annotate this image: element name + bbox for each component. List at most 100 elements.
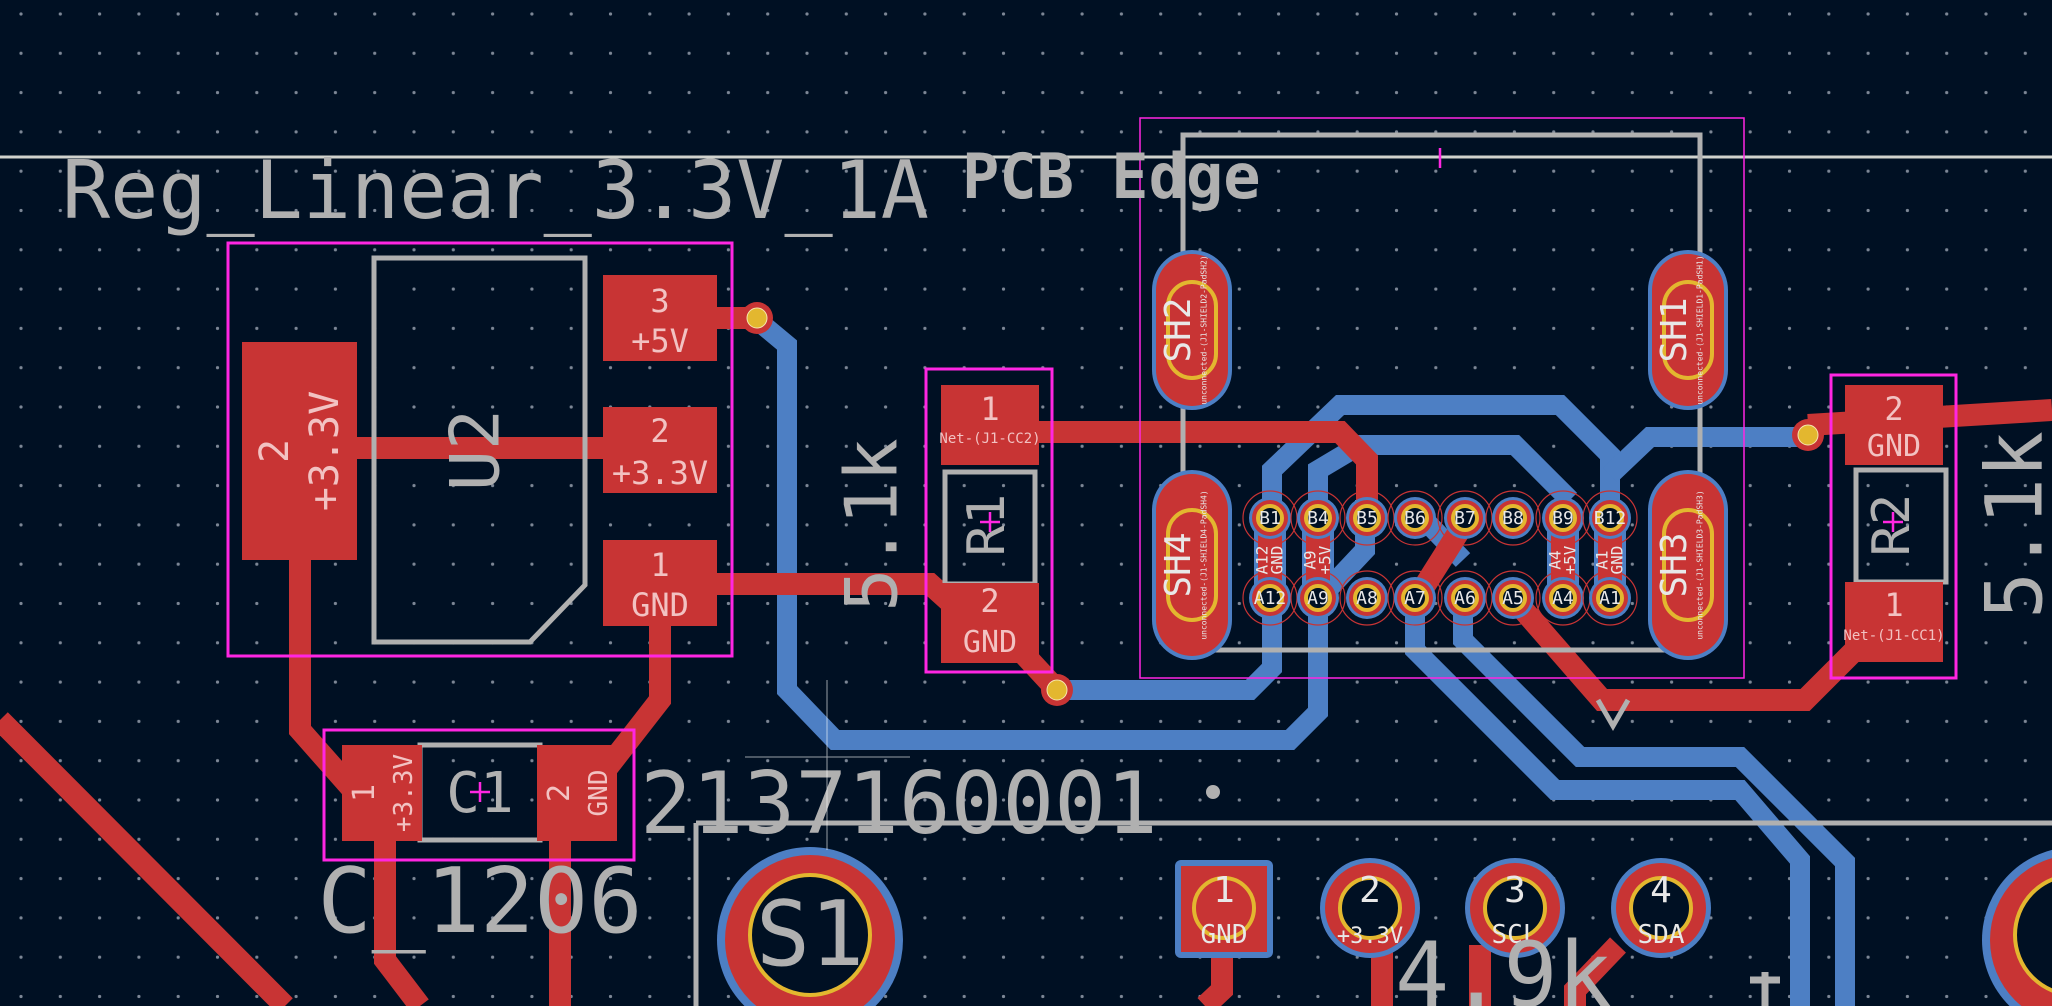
pcb-edge-label: PCB Edge	[962, 140, 1261, 213]
header-pin-3[interactable]: 3 SCL	[1465, 858, 1565, 958]
pad-number: 3	[650, 282, 669, 320]
r2-pad-2[interactable]	[1845, 385, 1943, 465]
shield-pad-sh3[interactable]: SH3 unconnected-(J1-SHIELD3-PadSH3)	[1648, 470, 1728, 660]
c1-footprint[interactable]: 1 +3.3V 2 GND C1 C_1206	[317, 745, 643, 954]
u2-tab-pad[interactable]	[242, 342, 357, 560]
r1-footprint[interactable]: 1 Net-(J1-CC2) 2 GND R1 5.1k	[830, 385, 1041, 663]
usb-pin-b8[interactable]: B8	[1485, 490, 1541, 546]
usb-pin-a8[interactable]: A8	[1339, 570, 1395, 626]
pin-label: B1	[1259, 508, 1281, 529]
usb-pin-a1[interactable]: A1	[1582, 570, 1638, 626]
via[interactable]	[1792, 419, 1824, 451]
u2-pad-2[interactable]	[603, 407, 717, 493]
usb-pin-b1[interactable]: B1	[1242, 490, 1298, 546]
usb-pin-a4[interactable]: A4	[1535, 570, 1591, 626]
trace-data1-back[interactable]	[1405, 596, 1810, 1006]
u2-pad-1[interactable]	[603, 540, 717, 626]
trace-c1-down-1[interactable]	[374, 835, 429, 1006]
trace-3v3-c1[interactable]	[289, 540, 362, 798]
usb-pin-a6[interactable]: A6	[1437, 570, 1493, 626]
pin-net: SCL	[1492, 920, 1539, 950]
pin-label: B6	[1404, 508, 1426, 529]
pad-net: GND	[963, 625, 1017, 660]
pad-net: +3.3V	[302, 391, 348, 511]
via[interactable]	[741, 302, 773, 334]
pad-number: 2	[980, 582, 999, 620]
pin-net: GND	[1268, 546, 1287, 575]
pin-ref: A9	[1301, 550, 1320, 569]
usb-pin-b4[interactable]: B4	[1290, 490, 1346, 546]
r1-value: 5.1k	[830, 438, 914, 611]
usb-pin-b12[interactable]: B12	[1582, 490, 1638, 546]
usb-pin-b6[interactable]: B6	[1387, 490, 1443, 546]
pad-net: Net-(J1-CC1)	[1843, 628, 1944, 644]
trace-left-diag[interactable]	[0, 712, 293, 1006]
trace-hdr1[interactable]	[1197, 945, 1233, 1006]
pin-label: A9	[1307, 588, 1329, 609]
usb-pin-b7[interactable]: B7	[1437, 490, 1493, 546]
c1-pad-2[interactable]	[537, 745, 617, 841]
header-pin-1[interactable]: 1 GND	[1175, 860, 1273, 958]
pin-net: +5V	[1561, 545, 1580, 574]
shield-pad-sh1[interactable]: SH1 unconnected-(J1-SHIELD1-PadSH1)	[1648, 250, 1728, 410]
bottom-value: 4.9k	[1395, 923, 1612, 1006]
vias	[741, 302, 1824, 706]
shield-label: SH1	[1654, 297, 1695, 362]
r1-pad-1[interactable]	[941, 385, 1039, 465]
pad-number: 2	[252, 439, 298, 463]
shield-net: unconnected-(J1-SHIELD3-PadSH3)	[1696, 490, 1705, 639]
s2-mounting-hole-partial[interactable]	[1982, 847, 2052, 1006]
r2-courtyard	[1829, 373, 1958, 680]
r2-value: 5.1k	[1970, 431, 2052, 619]
v-mark	[1595, 698, 1631, 732]
j1-value: 2137160001	[640, 754, 1158, 854]
usb-pin-b9[interactable]: B9	[1535, 490, 1591, 546]
usb-pin-b5[interactable]: B5	[1339, 490, 1395, 546]
r2-pad-1[interactable]	[1845, 582, 1943, 662]
usb-pin-a9[interactable]: A9	[1290, 570, 1346, 626]
pin-number: 3	[1504, 870, 1526, 911]
trace-cc1-back[interactable]	[1603, 427, 1808, 483]
pin-number: 2	[1359, 870, 1381, 911]
pad-net: GND	[584, 770, 614, 817]
u2-pad-3[interactable]	[603, 275, 717, 361]
header-pin-4[interactable]: 4 SDA	[1611, 858, 1711, 958]
pin-net: +5V	[1316, 545, 1335, 574]
pin-net: GND	[1201, 920, 1248, 950]
u2-courtyard	[226, 241, 734, 658]
pad-number: 2	[1884, 390, 1903, 428]
pad-net: GND	[631, 586, 689, 624]
s1-mounting-hole[interactable]: S1	[717, 847, 903, 1006]
trace-5v-back[interactable]	[750, 312, 1375, 750]
pin-label: B8	[1502, 508, 1524, 529]
pad-number: 2	[542, 784, 577, 802]
pad-net: +3.3V	[389, 754, 419, 832]
pad-number: 1	[1884, 586, 1903, 624]
j1-courtyard	[1139, 117, 1745, 679]
pin-label: A5	[1502, 588, 1524, 609]
j1-shield-pads: SH2 unconnected-(J1-SHIELD2-PadSH2) SH4 …	[1152, 250, 1728, 660]
pad-number: 1	[650, 546, 669, 584]
pad-net: GND	[1867, 429, 1921, 464]
shield-pad-sh4[interactable]: SH4 unconnected-(J1-SHIELD4-PadSH4)	[1152, 470, 1232, 660]
usb-pin-a5[interactable]: A5	[1485, 570, 1541, 626]
u2-footprint[interactable]: 3 +5V 2 +3.3V 1 GND 2 +3.3V U2	[242, 275, 717, 626]
via[interactable]	[1041, 674, 1073, 706]
trace-data2-back[interactable]	[1453, 596, 1855, 1006]
usb-pin-a7[interactable]: A7	[1387, 570, 1443, 626]
pad-number: 1	[347, 784, 382, 802]
pin-number: 4	[1650, 870, 1672, 911]
shield-net: unconnected-(J1-SHIELD1-PadSH1)	[1696, 255, 1705, 404]
j1-value-dot	[1206, 785, 1220, 799]
c1-pad-1[interactable]	[342, 745, 422, 841]
header-pin-2[interactable]: 2 +3.3V	[1320, 858, 1420, 958]
pin-label: A6	[1454, 588, 1476, 609]
shield-pad-sh2[interactable]: SH2 unconnected-(J1-SHIELD2-PadSH2)	[1152, 250, 1232, 410]
pin-label: A4	[1552, 588, 1574, 609]
trace-hdr4[interactable]	[1564, 937, 1626, 1006]
r1-pad-2[interactable]	[941, 583, 1039, 663]
pad-net: +3.3V	[612, 454, 708, 492]
usb-pin-a12[interactable]: A12	[1242, 570, 1298, 626]
